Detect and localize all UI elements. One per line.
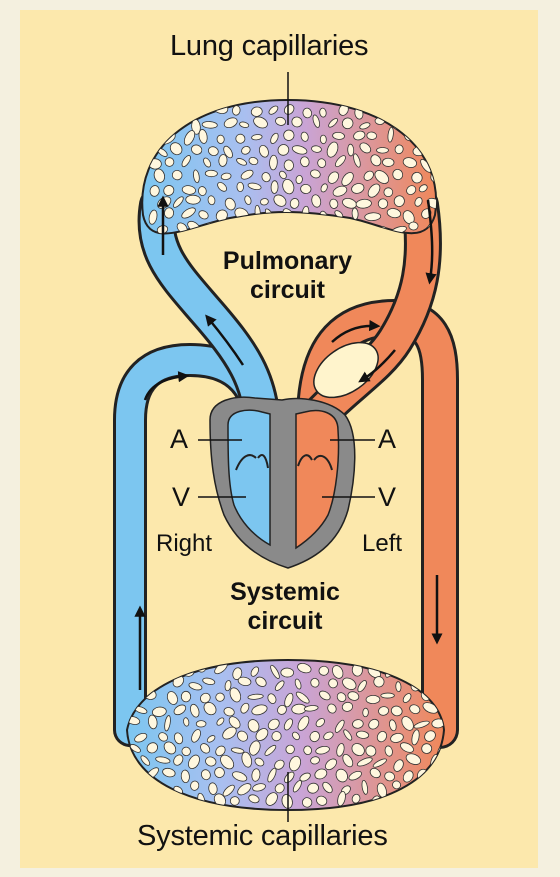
lung-capillary-cell (293, 220, 306, 234)
lung-capillary-cell (199, 105, 208, 114)
systemic-capillary-cell (196, 721, 206, 728)
systemic-capillaries-label: Systemic capillaries (137, 820, 388, 853)
lung-capillary-cell (398, 104, 413, 121)
systemic-capillary-cell (281, 668, 294, 677)
lung-capillary-cell (340, 222, 357, 239)
lung-capillary-cell (166, 102, 178, 119)
systemic-capillary-cell (144, 793, 155, 809)
lung-capillary-cell (347, 144, 354, 156)
lung-capillary-cell (426, 118, 440, 127)
lung-capillary-cell (168, 117, 182, 128)
pulmonary-circuit-line2: circuit (205, 276, 370, 305)
lung-capillary-cell (149, 106, 157, 116)
systemic-capillary-cell (125, 794, 141, 805)
pulmonary-circuit-label: Pulmonary circuit (205, 247, 370, 305)
lung-capillary-cell (377, 148, 389, 154)
right-ventricle-label: V (172, 482, 190, 513)
lung-capillary-cell (256, 226, 266, 234)
lung-capillary-cell (154, 119, 169, 127)
pulmonary-artery-fill (156, 205, 262, 430)
right-atrium-label: A (170, 424, 188, 455)
left-side-label: Left (362, 530, 402, 558)
lung-capillary-cell (427, 147, 435, 157)
lung-capillary-cell (384, 107, 397, 120)
systemic-capillary-cell (158, 794, 175, 809)
lung-capillary-cell (238, 226, 253, 236)
systemic-capillary-cell (389, 795, 397, 807)
systemic-circuit-line2: circuit (195, 607, 375, 636)
lung-capillary-cell (417, 127, 432, 145)
systemic-capillary-cell (428, 783, 440, 795)
lung-capillary-cell (205, 170, 217, 177)
lung-capillary-cell (306, 221, 317, 232)
systemic-capillary-cell (363, 708, 369, 717)
lung-capillary-cell (321, 223, 337, 234)
lung-capillary-cell (144, 132, 159, 147)
systemic-capillary-cell (149, 666, 160, 677)
systemic-capillary-cell (398, 669, 413, 679)
systemic-capillary-cell (437, 795, 449, 810)
left-ventricle-label: V (378, 482, 396, 513)
systemic-capillary-cell (160, 665, 173, 678)
lung-capillary-cell (410, 118, 423, 131)
right-side-label: Right (156, 530, 212, 558)
systemic-capillary-cell (437, 771, 448, 778)
systemic-capillary-cell (395, 682, 401, 692)
lung-capillary-cell (274, 224, 285, 236)
pulmonary-circuit-line1: Pulmonary (205, 247, 370, 276)
systemic-capillary-cell (138, 779, 151, 796)
lung-capillary-cell (271, 181, 278, 194)
lung-capillary-cell (183, 103, 188, 116)
left-atrium-label: A (378, 424, 396, 455)
systemic-circuit-label: Systemic circuit (195, 578, 375, 636)
lung-capillary-cell (378, 199, 388, 209)
lung-capillary-cell (421, 103, 434, 115)
lung-capillary-cell (320, 135, 326, 144)
lung-capillaries-label: Lung capillaries (170, 30, 368, 63)
systemic-capillary-cell (422, 744, 432, 754)
systemic-circuit-line1: Systemic (195, 578, 375, 607)
systemic-capillary-cell (130, 770, 142, 784)
lung-capillary-cell (237, 182, 244, 192)
systemic-capillary-cell (421, 797, 430, 807)
lung-capillary-cell (409, 222, 418, 230)
systemic-capillary-cell (381, 693, 395, 698)
lung-capillary-cell (186, 195, 201, 204)
systemic-capillary-cell (230, 796, 240, 805)
systemic-capillary-cell (181, 691, 191, 702)
systemic-capillary-cell (404, 798, 414, 810)
systemic-capillary-cell (366, 695, 380, 703)
lung-capillary-cell (225, 220, 238, 233)
lung-capillary-cell (382, 158, 394, 167)
lung-capillary-cell (384, 187, 393, 196)
